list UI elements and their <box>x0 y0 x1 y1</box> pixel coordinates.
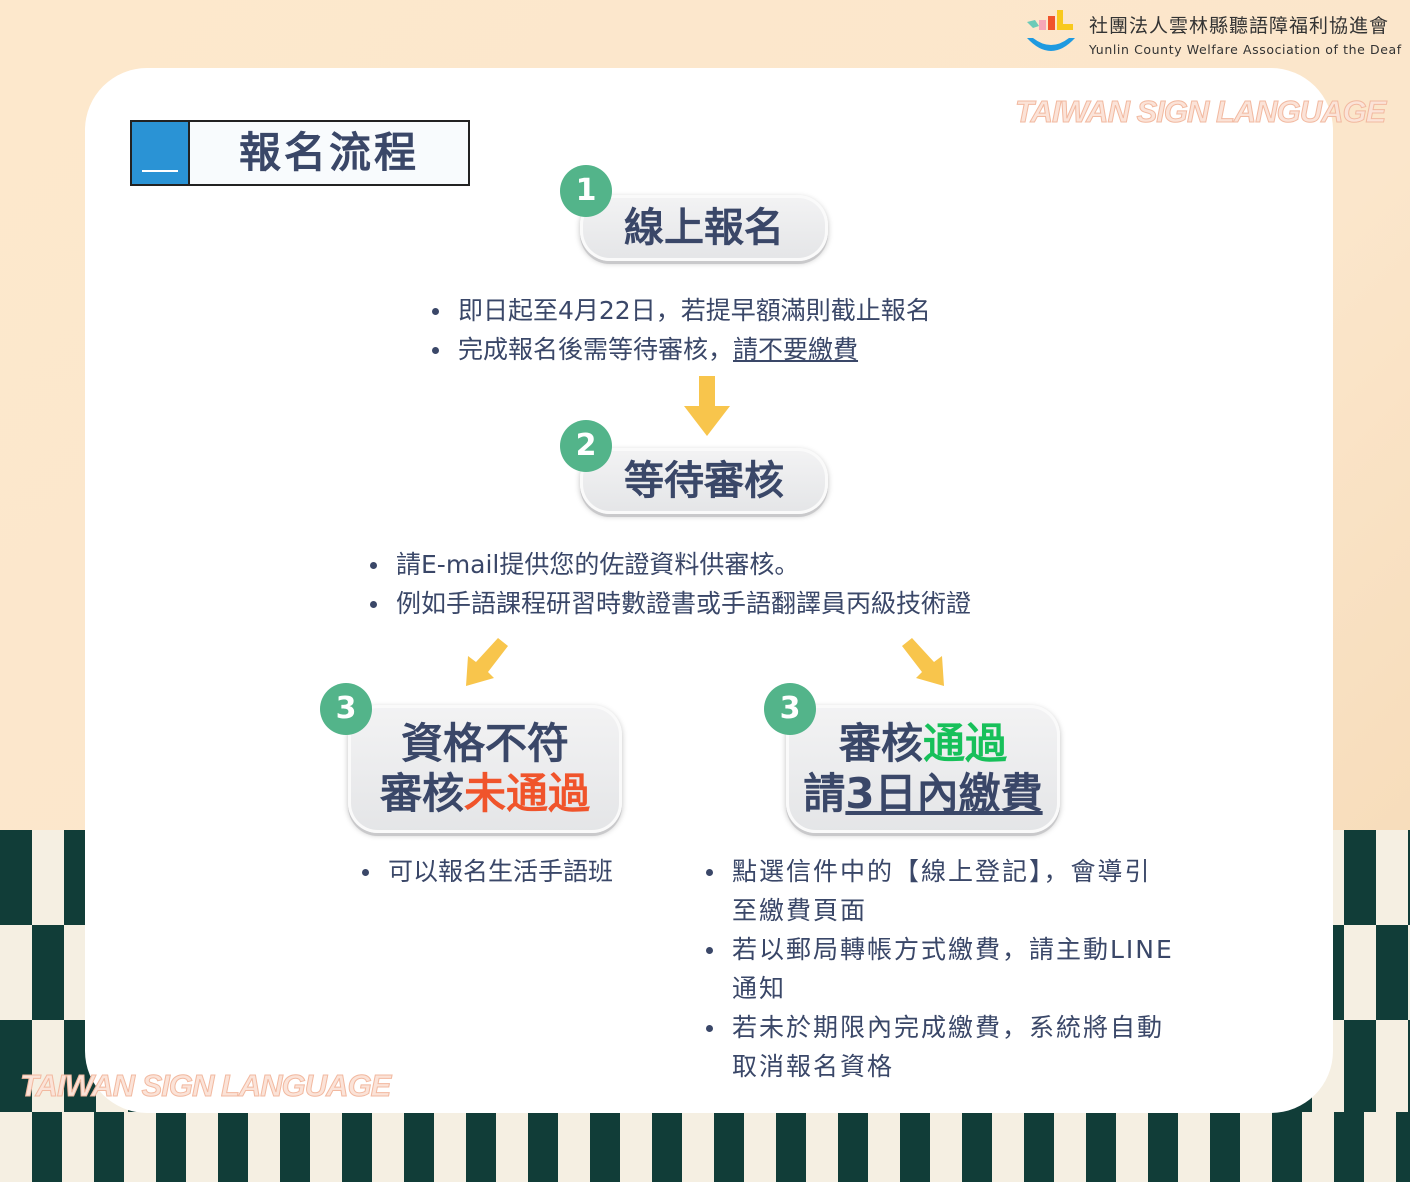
step-1-badge: 1 <box>560 165 612 217</box>
fail-line-2: 審核未通過 <box>348 769 622 819</box>
list-item: 例如手語課程研習時數證書或手語翻譯員丙級技術證 <box>368 584 971 623</box>
text: 請 <box>803 769 846 818</box>
list-item: 若以郵局轉帳方式繳費，請主動LINE通知 <box>704 930 1174 1008</box>
list-item: 可以報名生活手語班 <box>360 852 613 891</box>
text: 審核 <box>838 719 923 768</box>
arrow-down-left-icon <box>466 638 508 686</box>
list-item: 即日起至4月22日，若提早額滿則截止報名 <box>430 291 931 330</box>
list-item: 若未於期限內完成繳費，系統將自動取消報名資格 <box>704 1008 1174 1086</box>
step-3-fail-badge: 3 <box>320 683 372 735</box>
list-item: 完成報名後需等待審核，請不要繳費 <box>430 330 931 369</box>
watermark: TAIWAN SIGN LANGUAGE <box>19 1068 391 1104</box>
checker-pattern <box>0 1112 1410 1182</box>
org-name: 社團法人雲林縣聽語障福利協進會 <box>1089 15 1390 37</box>
arrow-down-right-icon <box>902 638 944 686</box>
org-name-en: Yunlin County Welfare Association of the… <box>1089 42 1402 57</box>
no-payment-note: 請不要繳費 <box>733 335 859 364</box>
step-2-label: 等待審核 <box>580 448 828 514</box>
arrow-down-icon <box>684 376 730 436</box>
logo-icon <box>1027 10 1075 51</box>
step-2-bullets: 請E-mail提供您的佐證資料供審核。 例如手語課程研習時數證書或手語翻譯員丙級… <box>368 545 971 623</box>
pass-line-1: 審核通過 <box>786 719 1060 769</box>
pass-highlight: 通過 <box>923 719 1008 768</box>
bullet-text: 完成報名後需等待審核， <box>458 335 734 364</box>
step-3-fail-label: 資格不符 審核未通過 <box>348 705 622 833</box>
list-item: 請E-mail提供您的佐證資料供審核。 <box>368 545 971 584</box>
section-title: 報名流程 <box>130 120 470 186</box>
step-3-fail-bullets: 可以報名生活手語班 <box>360 852 613 891</box>
page-title: 報名流程 <box>238 128 419 177</box>
step-3-pass-badge: 3 <box>764 683 816 735</box>
step-1-label: 線上報名 <box>580 195 828 261</box>
fail-highlight: 未通過 <box>464 769 591 818</box>
step-2-badge: 2 <box>560 420 612 472</box>
step-3-pass-label: 審核通過 請3日內繳費 <box>786 705 1060 833</box>
payment-deadline: 3日內繳費 <box>845 769 1043 818</box>
fail-line-1: 資格不符 <box>400 719 569 768</box>
org-logo: 社團法人雲林縣聽語障福利協進會 Yunlin County Welfare As… <box>1025 8 1402 60</box>
pass-line-2: 請3日內繳費 <box>786 769 1060 819</box>
watermark: TAIWAN SIGN LANGUAGE <box>1014 94 1386 130</box>
step-3-pass-bullets: 點選信件中的【線上登記】，會導引至繳費頁面 若以郵局轉帳方式繳費，請主動LINE… <box>704 852 1174 1086</box>
title-accent <box>132 122 190 184</box>
text: 審核 <box>379 769 464 818</box>
list-item: 點選信件中的【線上登記】，會導引至繳費頁面 <box>704 852 1174 930</box>
step-1-bullets: 即日起至4月22日，若提早額滿則截止報名 完成報名後需等待審核，請不要繳費 <box>430 291 931 369</box>
